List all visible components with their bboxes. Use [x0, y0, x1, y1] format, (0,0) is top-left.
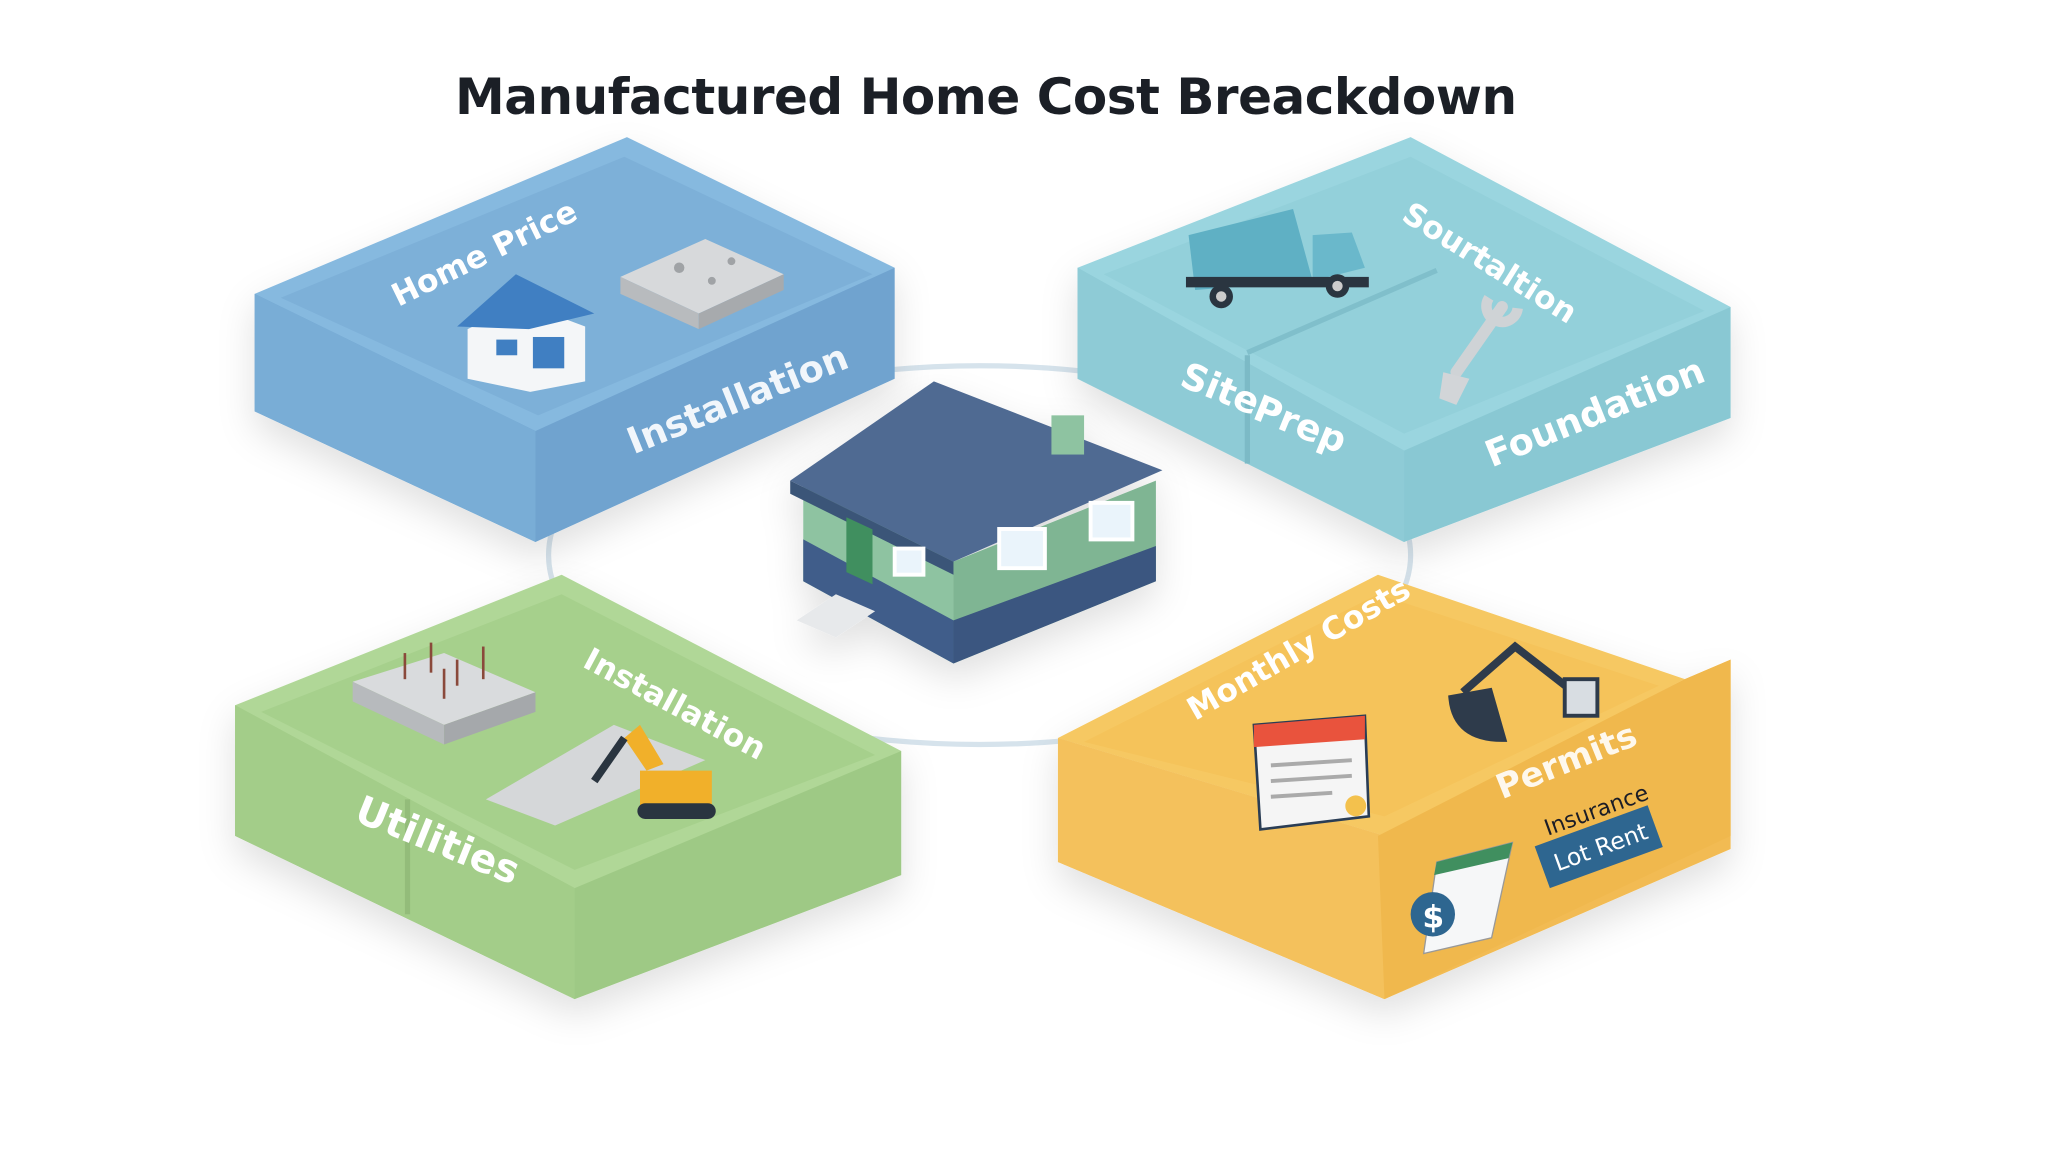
excavator-icon	[485, 724, 716, 826]
tile-site-prep: Sourtaltion Site Prep Foundation	[1077, 137, 1731, 543]
wrench-shovel-icon	[1439, 294, 1523, 405]
house-icon	[457, 274, 595, 392]
connector-ring	[545, 363, 1414, 748]
rebar-slab-icon	[352, 642, 536, 745]
tile-monthly-costs: Monthly Costs Permits Insurance Lot Rent…	[1057, 571, 1731, 1000]
dollar-glyph: $	[1422, 899, 1444, 935]
excavator-arm-icon	[1448, 641, 1600, 742]
page-title: Manufactured Home Cost Breackdown	[455, 68, 1517, 126]
dollar-calendar-icon: $	[1410, 841, 1514, 955]
truck-icon	[1185, 208, 1369, 309]
tile-home-price: Home Price Installation	[254, 137, 895, 543]
bill-calendar-icon	[1252, 714, 1371, 831]
concrete-slab-icon	[620, 239, 784, 330]
tile-installation: Installation Utilities	[235, 574, 902, 1000]
manufactured-home-icon	[790, 381, 1163, 664]
